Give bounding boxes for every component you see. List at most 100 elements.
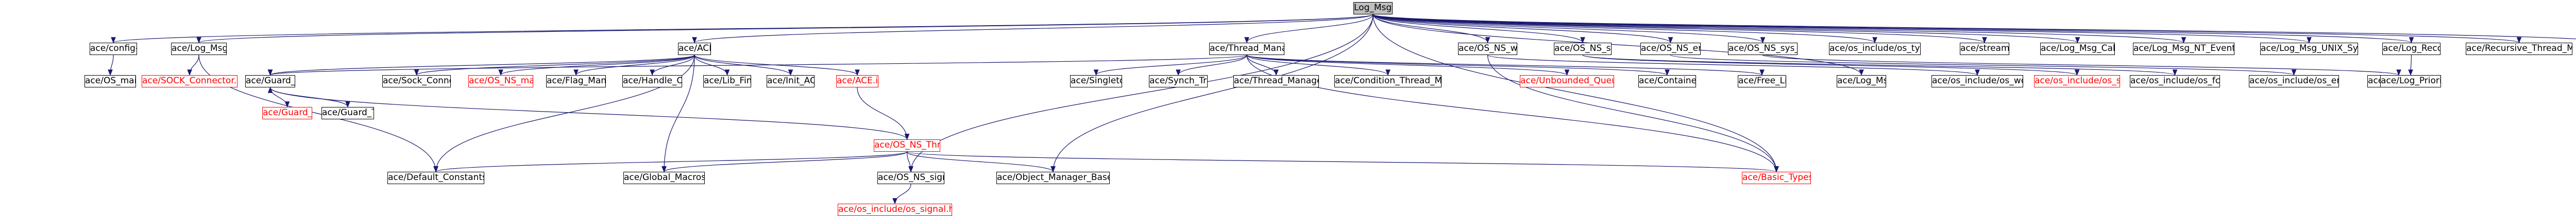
node-log-msg-ipc[interactable]: ace/Log_Msg_IPC.h [171,43,227,55]
node-log-priority[interactable]: ace/Log_Priority.h [2380,75,2441,87]
edge-root-to-thread-manager [1244,14,1374,44]
node-global-macros[interactable]: ace/Global_Macros.h [623,172,705,184]
node-os-main[interactable]: ace/OS_main.h [84,75,136,87]
edge-ace-h-to-guard-t [268,55,695,76]
edge-root-to-object-manager-base [1050,14,1374,173]
node-sock-connect[interactable]: ace/Sock_Connect.h [382,75,451,87]
edge-os-ns-thread-to-global-macros [662,151,908,173]
node-log-msg[interactable]: ace/Log_Msg.h [1837,75,1886,87]
node-log-record[interactable]: ace/Log_Record.h [2382,43,2441,55]
node-streams[interactable]: ace/streams.h [1960,43,2009,55]
edge-os-ns-sys-time-to-time-value [1762,55,2401,76]
edge-root-to-os-include-os-typeinfo [1372,14,1877,44]
node-os-include-os-errno[interactable]: ace/os_include/os_errno.h [2249,75,2339,87]
edge-thread-manager-to-condition-thread-mutex [1246,55,1391,76]
node-root[interactable]: Log_Msg.cpp [1353,2,1393,14]
edge-os-ns-stdio-to-os-include-os-fcntl [1582,55,2177,76]
edge-config-all-to-os-main [108,55,114,76]
node-os-include-os-wchar[interactable]: ace/os_include/os_wchar.h [1931,75,2023,87]
node-synch-traits[interactable]: ace/Synch_Traits.h [1149,75,1208,87]
node-os-ns-math[interactable]: ace/OS_NS_math.h [468,75,533,87]
node-object-manager-base[interactable]: ace/Object_Manager_Base.h [996,172,1110,184]
node-guard-t[interactable]: ace/Guard_T.h [245,75,295,87]
edge-thread-manager-to-guard-t [268,55,1247,76]
node-handle-ops[interactable]: ace/Handle_Ops.h [622,75,682,87]
edge-ace-inl-to-os-ns-thread [857,87,910,140]
edge-os-ns-wchar-to-basic-types [1487,55,1779,173]
edge-ace-h-to-handle-ops [650,55,695,76]
node-free-list[interactable]: ace/Free_List.h [1738,75,1786,87]
node-condition-thread-mutex[interactable]: ace/Condition_Thread_Mutex.h [1334,75,1442,87]
edge-ace-h-to-flag-manip [573,55,695,76]
node-os-include-os-typeinfo[interactable]: ace/os_include/os_typeinfo.h [1829,43,1921,55]
node-ace-h[interactable]: ace/ACE.h [678,43,711,55]
node-os-ns-thread[interactable]: ace/OS_NS_Thread.h [874,139,940,152]
node-init-ace[interactable]: ace/Init_ACE.h [767,75,815,87]
node-basic-types[interactable]: ace/Basic_Types.h [1742,172,1811,184]
node-os-ns-sys-time[interactable]: ace/OS_NS_sys_time.h [1728,43,1798,55]
node-thread-manager-inl[interactable]: ace/Thread_Manager.inl [1233,75,1319,87]
edge-root-to-os-ns-signal [908,14,1374,173]
edge-thread-manager-to-thread-manager-inl [1246,55,1279,76]
edge-root-to-os-ns-sys-time [1372,14,1766,44]
edge-os-ns-stdio-to-os-include-os-stdio [1582,55,2079,76]
edge-os-ns-wchar-to-os-include-os-wchar [1487,55,1980,76]
node-thread-manager[interactable]: ace/Thread_Manager.h [1209,43,1284,55]
edge-root-to-log-record [1372,14,2414,44]
node-os-include-os-signal[interactable]: ace/os_include/os_signal.h [838,204,952,216]
node-default-constants[interactable]: ace/Default_Constants.h [387,172,484,184]
node-os-include-os-fcntl[interactable]: ace/os_include/os_fcntl.h [2130,75,2220,87]
edge-root-to-config-all [111,14,1374,44]
node-sock-connector[interactable]: ace/SOCK_Connector.h [142,75,238,87]
node-ace-inl[interactable]: ace/ACE.inl [836,75,878,87]
node-recursive-thread-mutex[interactable]: ace/Recursive_Thread_Mutex.h [2466,43,2572,55]
edge-root-to-log-msg-nt-event-log [1372,14,2186,44]
node-lib-find[interactable]: ace/Lib_Find.h [703,75,751,87]
edge-os-ns-errno-to-os-include-os-errno [1670,55,2296,76]
node-containers[interactable]: ace/Containers.h [1638,75,1696,87]
edge-root-to-log-msg-unix-syslog [1372,14,2312,44]
edge-ace-h-to-lib-find [694,55,730,76]
edge-os-ns-thread-to-object-manager-base [906,151,1056,173]
edge-log-record-to-log-priority [2408,55,2413,76]
edge-os-ns-thread-to-default-constants [433,151,908,173]
node-guard-t-inl[interactable]: ace/Guard_T.inl [262,107,312,119]
edge-root-to-log-msg-ipc [197,14,1374,44]
edge-thread-manager-to-free-list [1246,55,1765,76]
edge-os-ns-thread-to-os-ns-signal [906,151,913,173]
edge-os-ns-thread-to-basic-types [906,151,1778,173]
node-os-ns-signal[interactable]: ace/OS_NS_signal.h [877,172,944,184]
edge-root-to-basic-types [1372,14,1779,173]
edge-thread-manager-to-singleton [1093,55,1247,76]
edge-root-to-streams [1372,14,1987,44]
edge-root-to-ace-h [692,14,1374,44]
dependency-edges [108,14,2576,205]
edge-root-to-log-msg-callback [1372,14,2080,44]
node-log-msg-callback[interactable]: ace/Log_Msg_Callback.h [2040,43,2115,55]
edge-ace-h-to-global-macros [662,55,695,173]
node-os-ns-wchar[interactable]: ace/OS_NS_wchar.h [1458,43,1517,55]
edge-guard-t-to-os-ns-thread [269,87,910,140]
include-dependency-graph: Log_Msg.cpp ace/config-all.h ace/Log_Msg_I… [84,2,2576,216]
edge-root-to-os-ns-stdio [1372,14,1585,44]
node-guard-t-cpp[interactable]: ace/Guard_T.cpp [321,107,374,119]
node-log-msg-nt-event-log[interactable]: ace/Log_Msg_NT_Event_Log.h [2133,43,2234,55]
node-unbounded-queue[interactable]: ace/Unbounded_Queue.h [1520,75,1614,87]
edge-log-msg-ipc-to-sock-connector [187,55,199,76]
node-config-all[interactable]: ace/config-all.h [90,43,137,55]
edge-thread-manager-to-synch-traits [1176,55,1247,76]
node-os-include-os-stdio[interactable]: ace/os_include/os_stdio.h [2034,75,2120,87]
edge-ace-h-to-os-ns-math [498,55,695,76]
edge-thread-manager-to-containers [1246,55,1670,76]
node-os-ns-errno[interactable]: ace/OS_NS_errno.h [1640,43,1701,55]
edge-thread-manager-to-unbounded-queue [1246,55,1569,76]
edge-root-to-stack-trace [1372,14,2576,40]
node-singleton[interactable]: ace/Singleton.h [1070,75,1122,87]
node-os-ns-stdio[interactable]: ace/OS_NS_stdio.h [1554,43,1612,55]
edge-root-to-recursive-thread-mutex [1372,14,2521,44]
edge-thread-manager-to-basic-types [1246,55,1779,173]
node-flag-manip[interactable]: ace/Flag_Manip.h [546,75,606,87]
edge-guard-t-cpp-to-guard-t [267,86,348,107]
edge-root-to-log-msg [1372,14,1864,76]
node-log-msg-unix-syslog[interactable]: ace/Log_Msg_UNIX_Syslog.h [2260,43,2358,55]
